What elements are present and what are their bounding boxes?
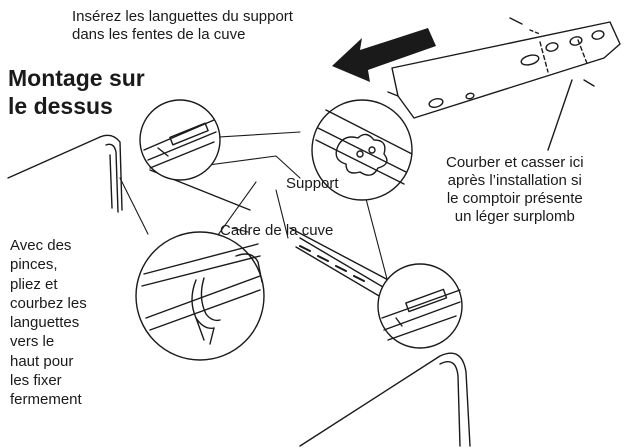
frame-slots bbox=[299, 245, 365, 282]
detail-circle-bottom-right bbox=[377, 263, 463, 349]
tank-frame-label: Cadre de la cuve bbox=[220, 222, 334, 239]
support-label: Support bbox=[286, 175, 339, 192]
detail-circle-support bbox=[311, 99, 413, 201]
insert-direction-arrow-icon bbox=[332, 28, 436, 82]
frame-rails bbox=[149, 169, 393, 301]
pliers-instruction-label: Avec des pinces, pliez et courbez les la… bbox=[10, 237, 87, 409]
page-title: Montage sur le dessus bbox=[8, 65, 145, 119]
insert-instruction-label: Insérez les languettes du support dans l… bbox=[72, 8, 293, 43]
detail-circle-pliers bbox=[135, 231, 265, 361]
bend-break-instruction-label: Courber et casser ici après l’installati… bbox=[446, 154, 584, 225]
break-line-marks bbox=[509, 17, 595, 87]
mounting-bracket bbox=[387, 21, 621, 119]
detail-circle-top-left bbox=[139, 99, 221, 181]
sink-frame-left bbox=[7, 134, 123, 213]
